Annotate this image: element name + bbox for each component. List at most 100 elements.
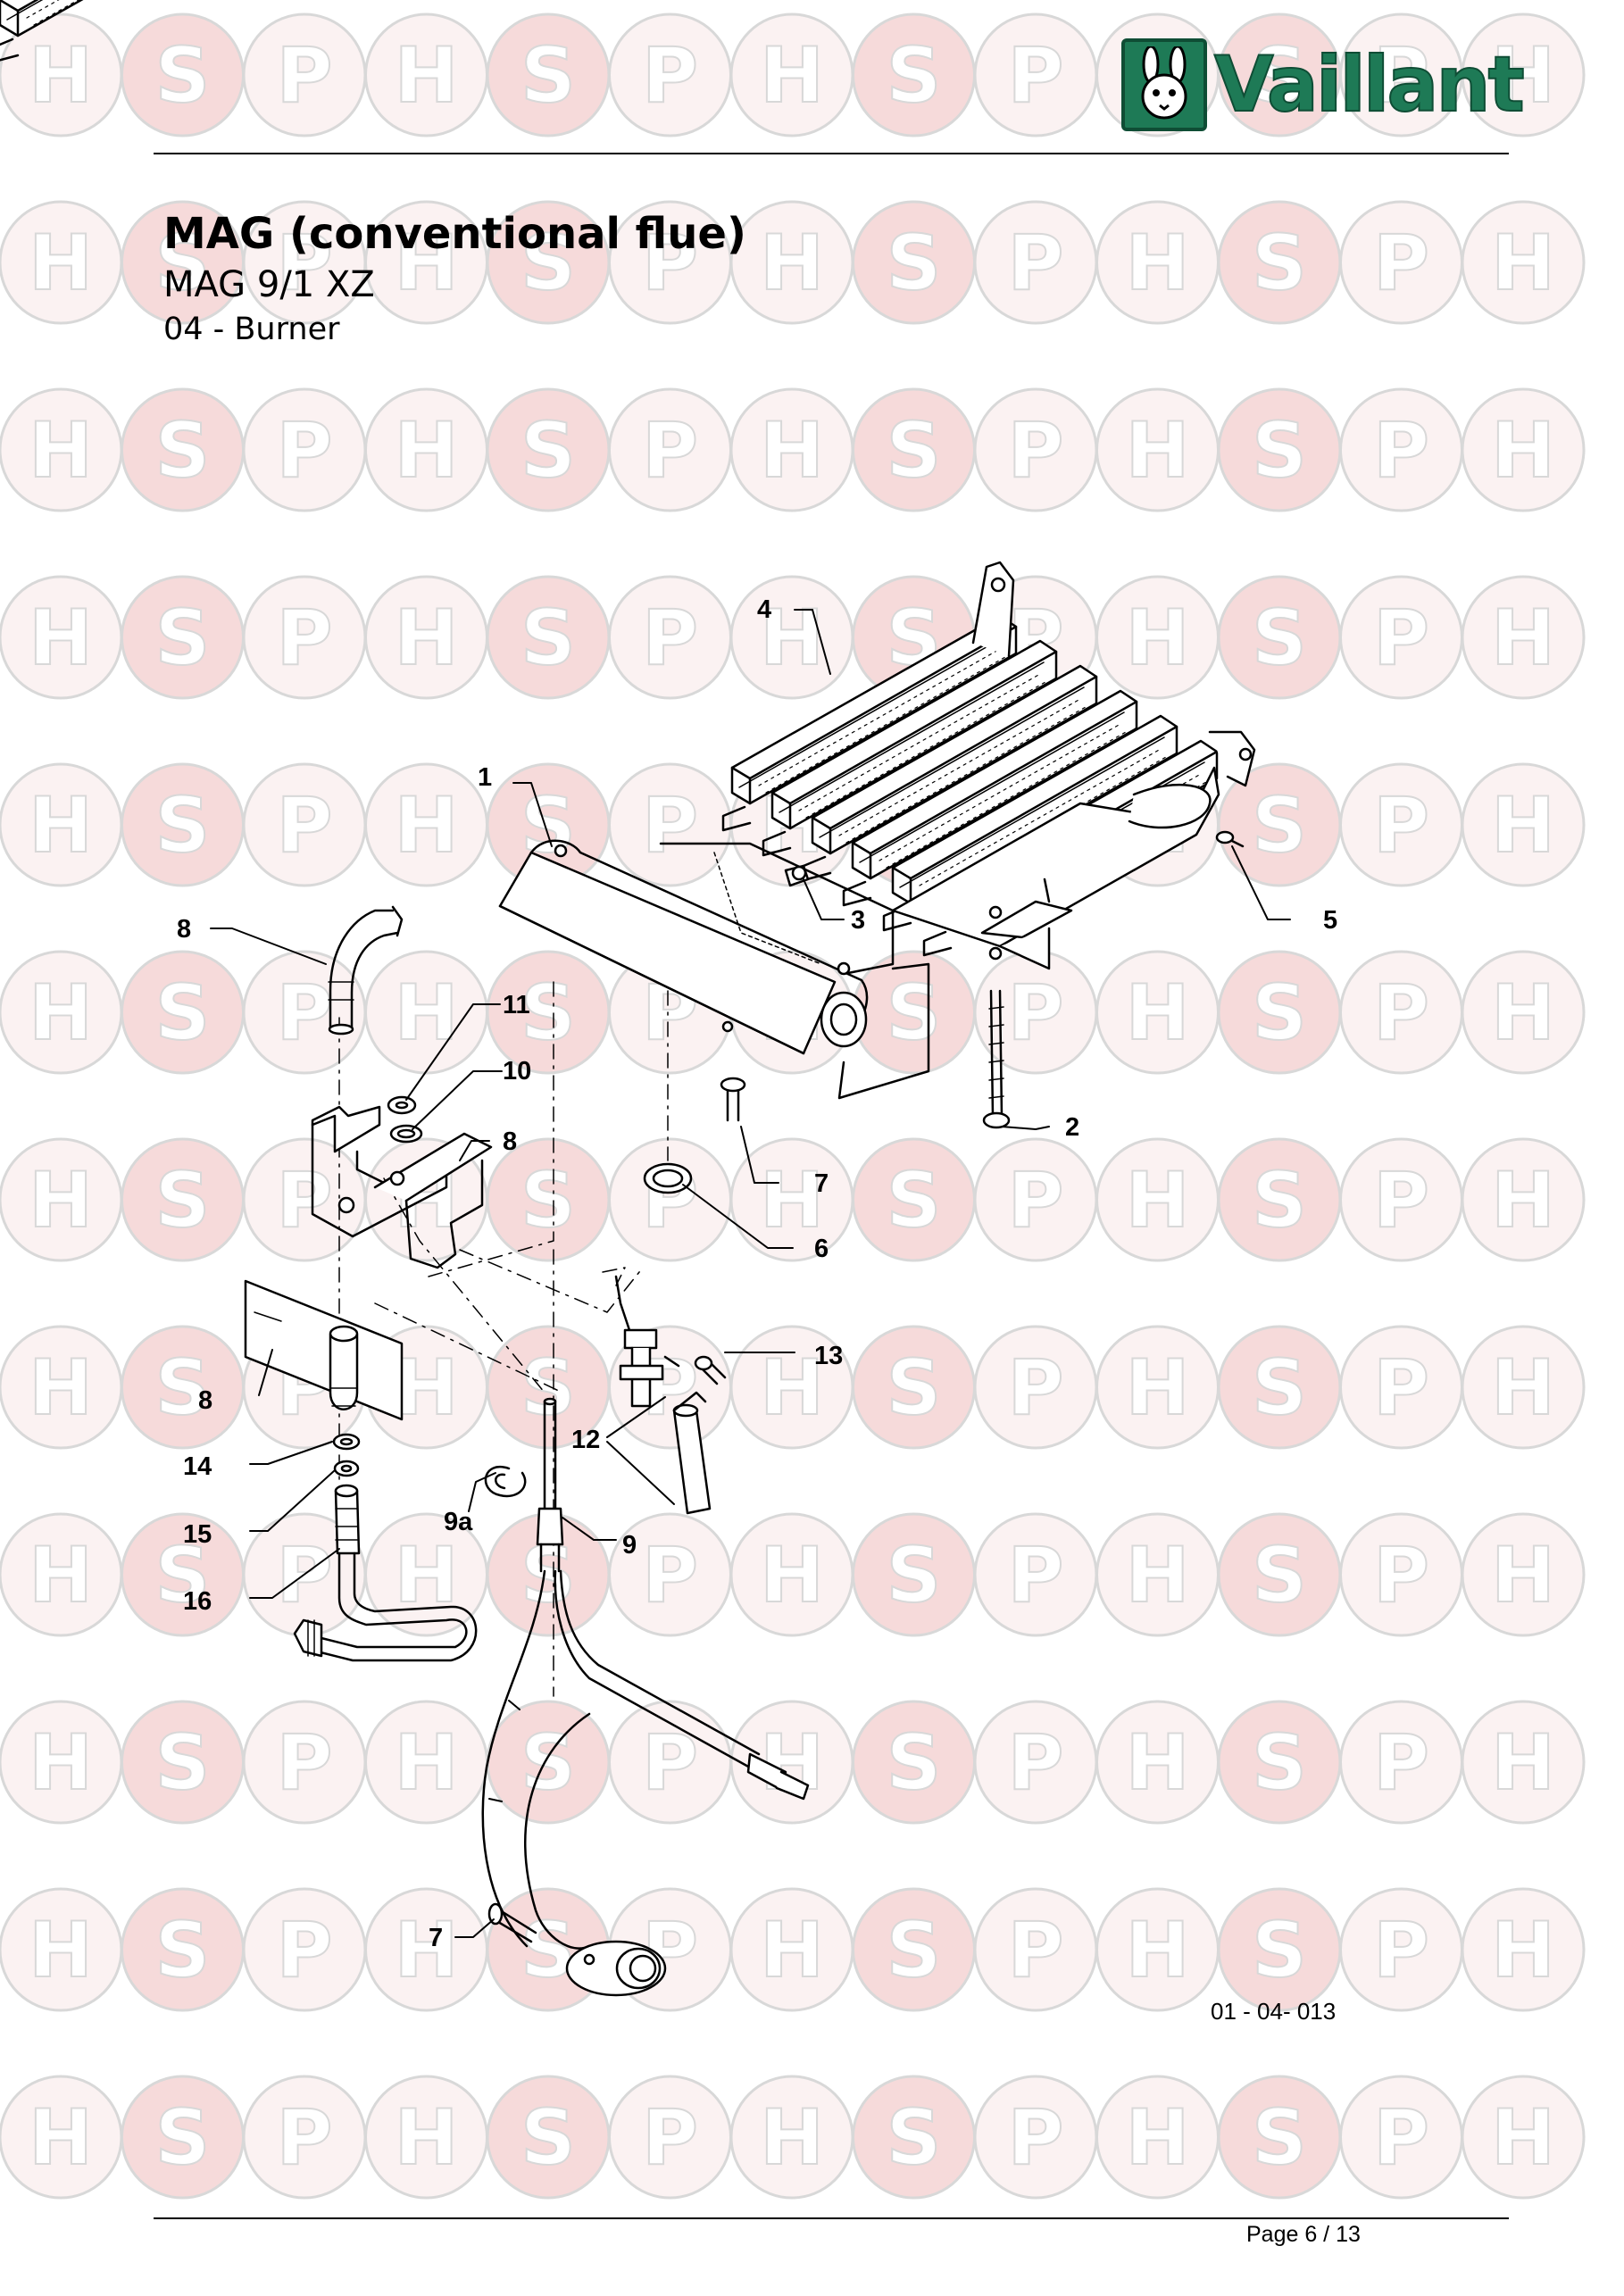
watermark-letter: S xyxy=(521,1156,576,1245)
watermark-letter: H xyxy=(395,781,459,870)
watermark-letter: H xyxy=(395,594,459,683)
watermark-letter: P xyxy=(276,594,332,683)
gas-manifold xyxy=(498,839,930,1100)
callout-7-upper: 7 xyxy=(814,1169,829,1198)
watermark-letter: H xyxy=(29,1156,93,1245)
watermark-letter: S xyxy=(1252,594,1307,683)
screw-13 xyxy=(694,1355,727,1385)
watermark-circle xyxy=(1461,1887,1586,2012)
callout-3: 3 xyxy=(851,906,865,935)
watermark-letter: P xyxy=(1007,1343,1063,1433)
callout-7-lower: 7 xyxy=(429,1924,443,1952)
watermark-letter: H xyxy=(1491,2093,1555,2183)
watermark-letter: S xyxy=(155,31,211,121)
vaillant-logo: Vaillant xyxy=(1121,36,1526,134)
watermark-letter: H xyxy=(395,406,459,495)
watermark-letter: S xyxy=(155,1718,211,1808)
callouts: 1 2 3 4 5 6 7 7 8 8 8 9 9a 10 11 12 13 1… xyxy=(177,595,1337,1952)
watermark-letter: H xyxy=(1491,219,1555,308)
watermark-letter: S xyxy=(887,969,942,1058)
watermark-letter: S xyxy=(1252,1343,1307,1433)
callout-10: 10 xyxy=(503,1057,531,1086)
callout-9a: 9a xyxy=(444,1508,473,1536)
watermark-letter: H xyxy=(760,594,824,683)
model-name: MAG 9/1 XZ xyxy=(163,264,375,305)
footer-divider xyxy=(154,2217,1509,2219)
watermark-letter: S xyxy=(1252,969,1307,1058)
watermark-letter: P xyxy=(1373,1156,1429,1245)
watermark-letter: H xyxy=(29,406,93,495)
watermark-letter: S xyxy=(887,2093,942,2183)
pilot-bracket xyxy=(311,1105,493,1269)
watermark-circle xyxy=(1461,1325,1586,1450)
clip-10 xyxy=(389,1124,423,1144)
watermark-letter: S xyxy=(155,1156,211,1245)
page-number: Page 6 / 13 xyxy=(1246,2222,1361,2247)
watermark-letter: S xyxy=(521,1343,576,1433)
callout-6: 6 xyxy=(814,1235,829,1263)
watermark-letter: P xyxy=(1007,406,1063,495)
watermark-letter: S xyxy=(155,1343,211,1433)
watermark-circle xyxy=(1461,200,1586,325)
watermark-letter: H xyxy=(29,1718,93,1808)
watermark-circle xyxy=(1461,950,1586,1075)
watermark-letter: S xyxy=(1252,1531,1307,1620)
watermark-letter: P xyxy=(1373,969,1429,1058)
watermark-letter: S xyxy=(887,31,942,121)
watermark-letter: P xyxy=(1007,219,1063,308)
watermark-letter: H xyxy=(1126,2093,1190,2183)
watermark-letter: H xyxy=(395,1718,459,1808)
callout-2: 2 xyxy=(1065,1113,1079,1142)
watermark-letter: P xyxy=(642,1531,698,1620)
watermark-letter: H xyxy=(1126,1156,1190,1245)
watermark-letter: H xyxy=(29,219,93,308)
callout-11: 11 xyxy=(503,991,530,1019)
watermark-letter: P xyxy=(1373,1718,1429,1808)
watermark-letter: H xyxy=(1491,969,1555,1058)
watermark-letter: S xyxy=(887,406,942,495)
watermark-letter: P xyxy=(642,31,698,121)
watermark-circle xyxy=(1461,1700,1586,1825)
page-title: MAG (conventional flue) xyxy=(163,209,746,259)
watermark-letter: P xyxy=(276,1156,332,1245)
watermark-letter: P xyxy=(1373,406,1429,495)
watermark-letter: P xyxy=(1007,1718,1063,1808)
watermark-letter: S xyxy=(887,1531,942,1620)
watermark-letter: P xyxy=(1373,31,1429,121)
watermark-letter: H xyxy=(29,1343,93,1433)
pilot-gas-pipe xyxy=(293,1484,478,1662)
washer-11 xyxy=(387,1095,417,1115)
watermark-letter: P xyxy=(1007,31,1063,121)
watermark-letter: S xyxy=(521,406,576,495)
watermark-letter: P xyxy=(642,781,698,870)
callout-15: 15 xyxy=(183,1520,212,1549)
watermark-letter: H xyxy=(1126,1718,1190,1808)
watermark-letter: S xyxy=(1252,1718,1307,1808)
watermark-letter: H xyxy=(29,31,93,121)
watermark-letter: S xyxy=(887,1906,942,1995)
watermark-letter: P xyxy=(642,406,698,495)
watermark-letter: S xyxy=(521,219,576,308)
watermark-letter: S xyxy=(521,31,576,121)
watermark-letter: S xyxy=(521,2093,576,2183)
watermark-letter: S xyxy=(1252,1156,1307,1245)
watermark-letter: H xyxy=(1491,1343,1555,1433)
watermark-letter: P xyxy=(276,406,332,495)
section-name: 04 - Burner xyxy=(163,312,340,347)
watermark-letter: H xyxy=(29,1906,93,1995)
watermark-letter: S xyxy=(887,1343,942,1433)
callout-14: 14 xyxy=(183,1452,212,1481)
watermark-letter: H xyxy=(395,2093,459,2183)
watermark-letter: S xyxy=(1252,219,1307,308)
watermark-letter: S xyxy=(155,969,211,1058)
callout-12: 12 xyxy=(571,1426,600,1454)
watermark-letter: S xyxy=(887,219,942,308)
watermark-letter: H xyxy=(760,2093,824,2183)
watermark-letter: P xyxy=(1007,1156,1063,1245)
watermark-letter: H xyxy=(29,2093,93,2183)
watermark-letter: P xyxy=(276,781,332,870)
watermark-letter: H xyxy=(760,1531,824,1620)
watermark-letter: H xyxy=(1126,1906,1190,1995)
